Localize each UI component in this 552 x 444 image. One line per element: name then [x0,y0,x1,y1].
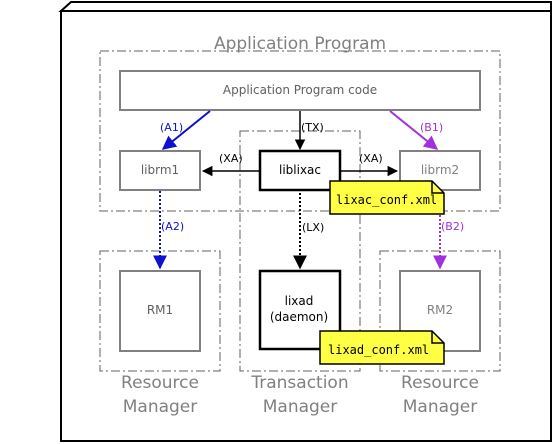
arrow-b1 [389,110,439,150]
rm2-label: RM2 [427,303,453,317]
application-program-title: Application Program [214,34,386,54]
rm1-box: RM1 [119,270,201,352]
transaction-manager-caption-2: Manager [263,397,338,417]
lixac-conf-label: lixac_conf.xml [336,193,437,207]
librm1-box: librm1 [119,150,201,191]
arrow-b2-label: (B2) [441,220,464,233]
resource-manager-right-caption-2: Manager [403,397,478,417]
application-program-code-label: Application Program code [223,83,377,97]
liblixac-label: liblixac [279,163,321,177]
application-program-code-box: Application Program code [119,70,481,111]
rm2-box: RM2 [399,270,481,352]
resource-manager-left-caption-1: Resource [121,373,199,393]
rm1-label: RM1 [147,303,173,317]
arrow-a1-label: (A1) [160,121,183,134]
arrow-lx-label: (LX) [302,221,324,234]
transaction-manager-caption-1: Transaction [250,373,348,393]
arrow-xa-right-label: (XA) [359,152,383,165]
librm2-label: librm2 [421,163,459,177]
arrow-b1-label: (B1) [420,121,443,134]
resource-manager-right-caption-1: Resource [401,373,479,393]
arrow-tx-label: (TX) [301,121,324,134]
lixad-box: lixad (daemon) [258,269,342,351]
arrow-xa-left-label: (XA) [219,152,243,165]
lixad-label-line1: lixad [285,294,314,308]
arrow-a1 [161,110,211,150]
lixad-conf-note: lixad_conf.xml [319,330,445,365]
lixad-conf-label: lixad_conf.xml [328,343,429,357]
liblixac-box: liblixac [258,149,342,192]
resource-manager-left-caption-2: Manager [123,397,198,417]
librm1-label: librm1 [141,163,179,177]
lixad-label-line2: (daemon) [270,310,328,324]
arrow-a2-label: (A2) [161,220,184,233]
lixac-conf-note: lixac_conf.xml [329,180,445,215]
